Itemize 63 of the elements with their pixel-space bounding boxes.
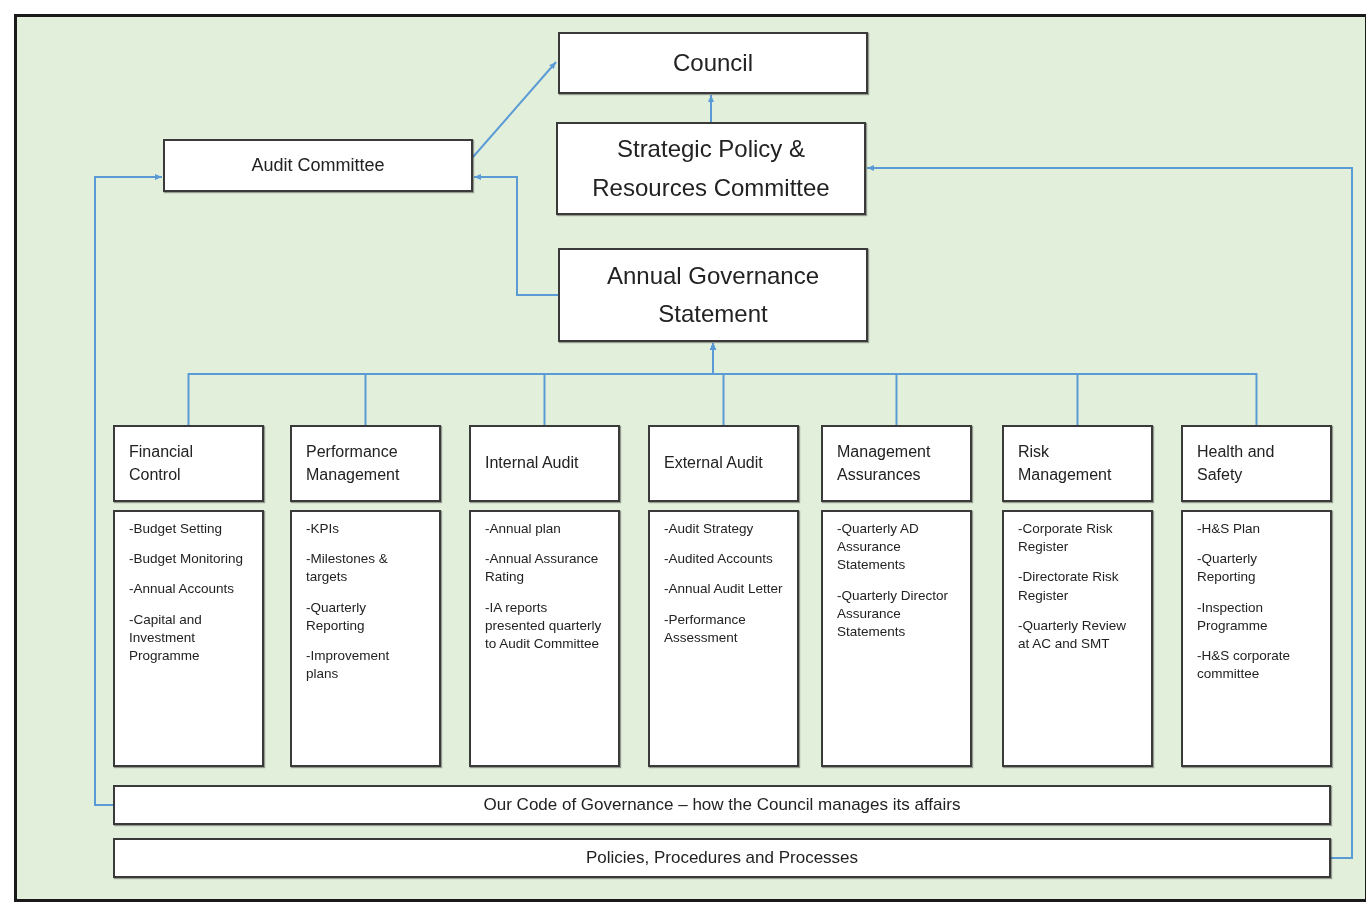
bar-text: Policies, Procedures and Processes	[585, 847, 859, 870]
list-item: -Inspection Programme	[1197, 598, 1269, 635]
arrow	[94, 174, 163, 806]
list-item: -Quarterly Reporting	[306, 598, 367, 635]
category-title: Management Assurances	[837, 442, 932, 485]
category-box	[469, 425, 620, 502]
list-item: -IA reports presented quarterly to Audit Committee	[485, 598, 603, 654]
category-box	[113, 425, 264, 502]
arrow	[708, 94, 714, 123]
list-item: -Capital and Investment Programme	[129, 610, 203, 666]
list-item: -Quarterly Reporting	[1197, 550, 1258, 587]
committee-box	[556, 122, 866, 215]
box-title: Audit Committee	[251, 154, 385, 178]
box-title: Strategic Policy & Resources Committee	[591, 134, 831, 203]
item-list-box	[1181, 510, 1332, 767]
item-list-box	[648, 510, 799, 767]
list-item: -Quarterly Director Assurance Statements	[837, 586, 950, 642]
category-title: External Audit	[664, 453, 763, 474]
category-title: Performance Management	[306, 442, 401, 485]
list-item: -Milestones & targets	[306, 550, 389, 587]
committee-box	[558, 32, 868, 94]
committee-box	[558, 248, 868, 342]
arrow	[710, 342, 1258, 426]
list-item: -Annual Audit Letter	[664, 580, 783, 599]
box-title: Annual Governance Statement	[605, 260, 821, 329]
list-item: -Annual Accounts	[129, 580, 235, 599]
item-list-box	[113, 510, 264, 767]
list-item: -Corporate Risk Register	[1018, 520, 1114, 557]
category-title: Health and Safety	[1197, 442, 1276, 485]
list-item: -Quarterly Review at AC and SMT	[1018, 616, 1128, 654]
list-item: -Audited Accounts	[664, 550, 773, 569]
list-item: -Improvement plans	[306, 647, 391, 684]
category-box	[1181, 425, 1332, 502]
arrow	[866, 165, 1353, 859]
list-item: -H&S corporate committee	[1197, 647, 1292, 684]
category-box	[1002, 425, 1153, 502]
item-list-box	[290, 510, 441, 767]
list-item: -Budget Monitoring	[129, 550, 244, 569]
list-item: -KPIs	[306, 520, 339, 538]
item-list-box	[1002, 510, 1153, 767]
arrow	[473, 174, 559, 296]
category-box	[821, 425, 972, 502]
bar-text: Our Code of Governance – how the Council manages its affairs	[483, 794, 961, 817]
category-box	[290, 425, 441, 502]
framework-bar	[113, 785, 1331, 825]
list-item: -Annual plan	[485, 520, 561, 538]
framework-bar	[113, 838, 1331, 878]
category-box	[648, 425, 799, 502]
list-item: -Budget Setting	[129, 520, 223, 538]
box-title: Council	[672, 47, 753, 78]
category-title: Internal Audit	[485, 453, 579, 474]
arrow	[472, 61, 557, 158]
list-item: -Quarterly AD Assurance Statements	[837, 520, 920, 575]
list-item: -Directorate Risk Register	[1018, 568, 1120, 605]
list-item: -Audit Strategy	[664, 520, 754, 538]
item-list-box	[469, 510, 620, 767]
item-list-box	[821, 510, 972, 767]
category-title: Risk Management	[1018, 442, 1113, 485]
list-item: -Annual Assurance Rating	[485, 550, 600, 587]
list-item: -H&S Plan	[1197, 520, 1261, 538]
category-title: Financial Control	[129, 442, 195, 485]
committee-box	[163, 139, 473, 192]
list-item: -Performance Assessment	[664, 610, 747, 647]
